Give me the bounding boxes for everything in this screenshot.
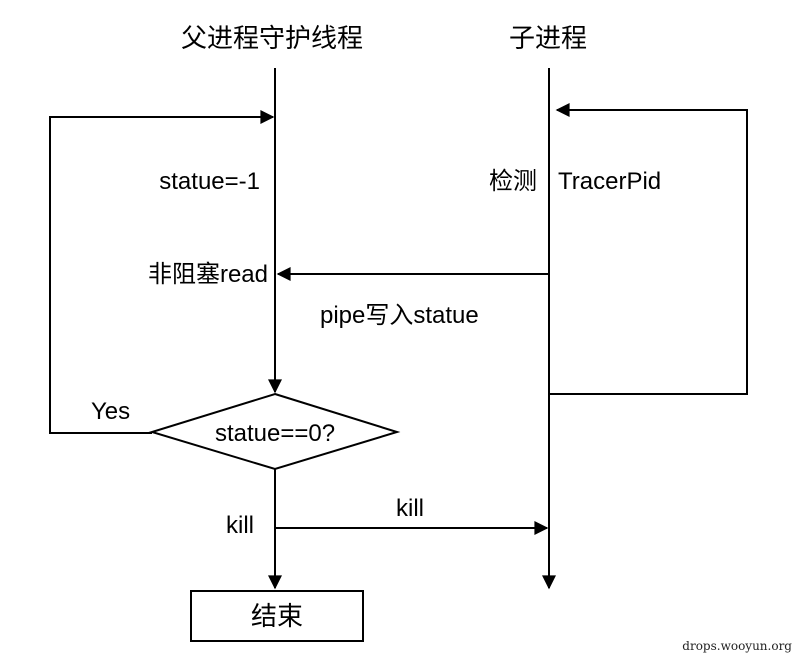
detect-label: 检测 — [489, 168, 537, 195]
child-loop-arrow — [549, 103, 748, 395]
kill-arrow-label: kill — [396, 495, 424, 522]
nonblock-read-label: 非阻塞read — [148, 261, 268, 288]
yes-loop-arrow — [49, 110, 275, 434]
decision-label: statue==0? — [215, 420, 335, 447]
child-process-header: 子进程 — [509, 23, 587, 53]
pipe-write-label: pipe写入statue — [320, 302, 479, 329]
end-box — [190, 590, 364, 642]
tracer-pid-label: TracerPid — [558, 168, 661, 195]
end-box-label: 结束 — [251, 601, 303, 631]
yes-label: Yes — [91, 398, 130, 425]
parent-thread-header: 父进程守护线程 — [181, 23, 363, 53]
kill-left-label: kill — [226, 512, 254, 539]
status-init-label: statue=-1 — [159, 168, 260, 195]
watermark-text: drops.wooyun.org — [682, 639, 792, 653]
